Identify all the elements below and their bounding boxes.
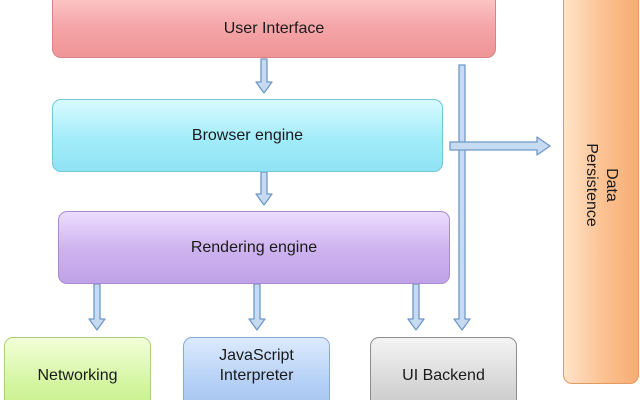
- data-persistence-label: Data Persistence: [583, 143, 620, 227]
- arrow-render-to-backend: [407, 283, 425, 331]
- networking-label: Networking: [37, 367, 118, 384]
- data-persistence-box: Data Persistence: [563, 0, 639, 384]
- arrow-ui-to-browser: [255, 58, 273, 94]
- arrow-ui-to-backend: [453, 64, 471, 331]
- user-interface-box: User Interface: [52, 0, 496, 58]
- ui-backend-label: UI Backend: [402, 367, 485, 384]
- arrow-browser-to-render: [255, 171, 273, 206]
- javascript-interpreter-label: JavaScript Interpreter: [219, 347, 294, 384]
- browser-engine-box: Browser engine: [52, 99, 443, 172]
- arrow-render-to-networking: [88, 283, 106, 331]
- rendering-engine-label: Rendering engine: [190, 238, 318, 256]
- ui-backend-box: UI Backend: [370, 337, 517, 400]
- networking-box: Networking: [4, 337, 151, 400]
- javascript-interpreter-box: JavaScript Interpreter: [183, 337, 330, 400]
- arrow-browser-to-persistence: [449, 136, 551, 156]
- rendering-engine-box: Rendering engine: [58, 211, 450, 284]
- arrow-render-to-js: [248, 283, 266, 331]
- user-interface-label: User Interface: [223, 20, 325, 37]
- browser-engine-label: Browser engine: [191, 126, 304, 144]
